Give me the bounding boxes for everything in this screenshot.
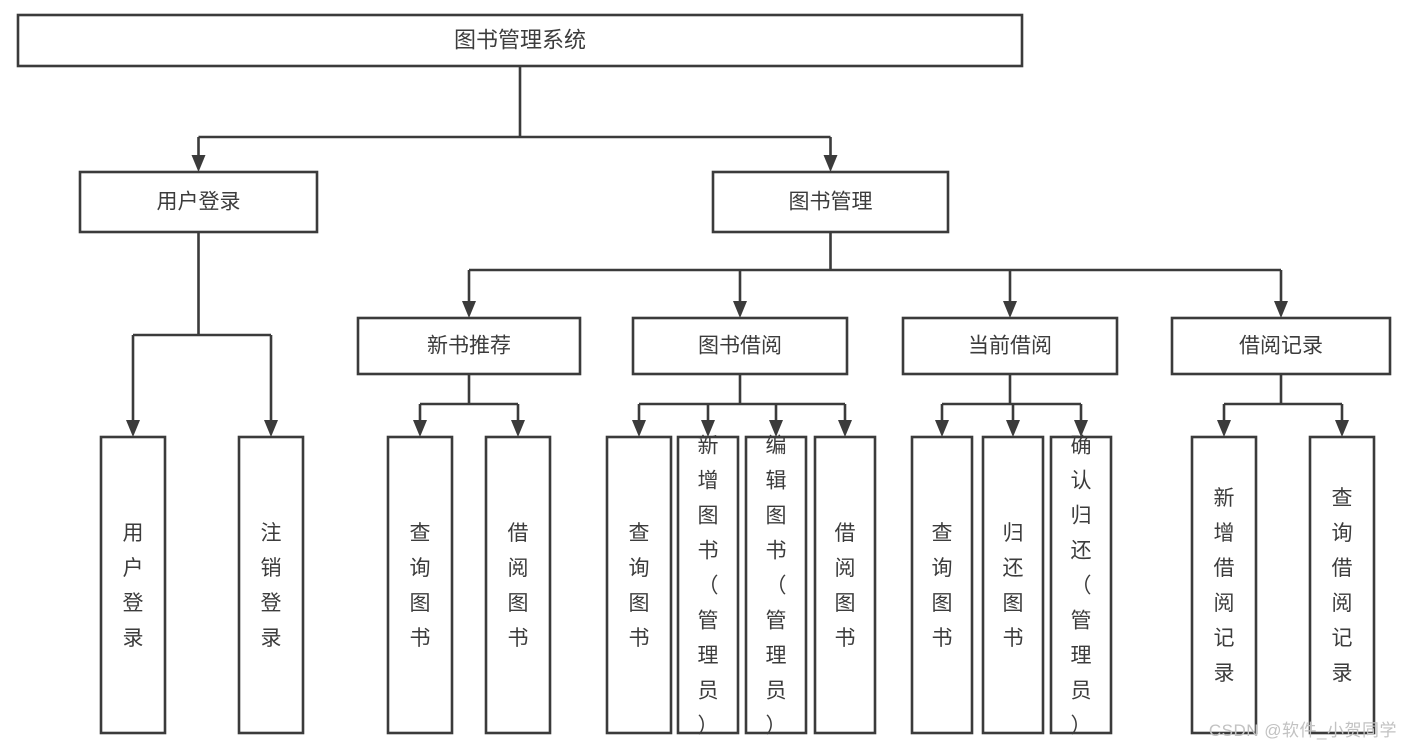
node-leaf-add-book[interactable]: 新增图书（管理员） xyxy=(676,435,740,738)
arrow-head-icon-leaf-borrow-book-2 xyxy=(838,420,852,437)
node-box-borrow-records[interactable] xyxy=(1170,316,1392,376)
node-leaf-confirm-return[interactable]: 确认归还（管理员） xyxy=(1049,435,1113,738)
node-leaf-borrow-book-2[interactable]: 借阅图书 xyxy=(813,435,877,735)
node-box-user-login[interactable] xyxy=(78,170,319,234)
node-label-leaf-query-book-2: 查询图书 xyxy=(629,522,650,650)
node-label-new-book-recommend: 新书推荐 xyxy=(427,335,511,358)
node-label-user-login: 用户登录 xyxy=(157,191,241,214)
arrow-head-icon-book-management xyxy=(823,155,838,172)
node-leaf-user-login[interactable]: 用户登录 xyxy=(99,435,167,735)
node-leaf-borrow-book-1[interactable]: 借阅图书 xyxy=(484,435,552,735)
node-box-book-borrow[interactable] xyxy=(631,316,849,376)
node-label-leaf-add-book: 新增图书（管理员） xyxy=(698,435,719,738)
node-box-leaf-logout[interactable] xyxy=(237,435,305,735)
node-label-leaf-add-record: 新增借阅记录 xyxy=(1214,487,1235,685)
node-box-leaf-edit-book[interactable] xyxy=(744,435,808,735)
node-box-root[interactable] xyxy=(16,13,1024,68)
node-label-book-borrow: 图书借阅 xyxy=(698,335,782,358)
node-root[interactable]: 图书管理系统 xyxy=(16,13,1024,68)
node-box-leaf-user-login[interactable] xyxy=(99,435,167,735)
node-label-book-management: 图书管理 xyxy=(789,191,873,214)
arrow-head-icon-leaf-query-book-2 xyxy=(632,420,646,437)
node-box-leaf-add-record[interactable] xyxy=(1190,435,1258,735)
node-current-borrow[interactable]: 当前借阅 xyxy=(901,316,1119,376)
node-box-leaf-query-book-3[interactable] xyxy=(910,435,974,735)
node-label-root: 图书管理系统 xyxy=(454,27,586,52)
node-box-leaf-confirm-return[interactable] xyxy=(1049,435,1113,735)
arrow-head-icon-new-book-recommend xyxy=(462,301,476,318)
node-leaf-query-book-2[interactable]: 查询图书 xyxy=(605,435,673,735)
node-label-leaf-user-login: 用户登录 xyxy=(123,522,144,650)
arrow-head-icon-book-borrow xyxy=(733,301,747,318)
node-leaf-add-record[interactable]: 新增借阅记录 xyxy=(1190,435,1258,735)
arrow-head-icon-leaf-confirm-return xyxy=(1074,420,1088,437)
node-leaf-return-book[interactable]: 归还图书 xyxy=(981,435,1045,735)
node-label-leaf-confirm-return: 确认归还（管理员） xyxy=(1071,435,1092,738)
node-leaf-edit-book[interactable]: 编辑图书（管理员） xyxy=(744,435,808,738)
arrow-head-icon-leaf-add-book xyxy=(701,420,715,437)
node-leaf-query-book-3[interactable]: 查询图书 xyxy=(910,435,974,735)
node-label-leaf-return-book: 归还图书 xyxy=(1003,522,1024,650)
connector-layer xyxy=(126,66,1349,437)
node-book-management[interactable]: 图书管理 xyxy=(711,170,950,234)
node-label-leaf-borrow-book-2: 借阅图书 xyxy=(835,522,856,650)
node-leaf-logout[interactable]: 注销登录 xyxy=(237,435,305,735)
node-label-leaf-edit-book: 编辑图书（管理员） xyxy=(766,435,787,738)
node-box-leaf-query-book-2[interactable] xyxy=(605,435,673,735)
node-leaf-query-record[interactable]: 查询借阅记录 xyxy=(1308,435,1376,735)
arrow-head-icon-leaf-user-login xyxy=(126,420,140,437)
node-label-leaf-query-book-3: 查询图书 xyxy=(932,522,953,650)
node-box-leaf-borrow-book-2[interactable] xyxy=(813,435,877,735)
node-box-leaf-return-book[interactable] xyxy=(981,435,1045,735)
arrow-head-icon-leaf-query-book-3 xyxy=(935,420,949,437)
node-box-current-borrow[interactable] xyxy=(901,316,1119,376)
node-layer: 图书管理系统用户登录用户登录注销登录图书管理新书推荐查询图书借阅图书图书借阅查询… xyxy=(16,13,1392,738)
node-label-leaf-borrow-book-1: 借阅图书 xyxy=(508,522,529,650)
arrow-head-icon-leaf-borrow-book-1 xyxy=(511,420,525,437)
arrow-head-icon-leaf-logout xyxy=(264,420,278,437)
node-user-login[interactable]: 用户登录 xyxy=(78,170,319,234)
node-book-borrow[interactable]: 图书借阅 xyxy=(631,316,849,376)
node-box-leaf-borrow-book-1[interactable] xyxy=(484,435,552,735)
node-borrow-records[interactable]: 借阅记录 xyxy=(1170,316,1392,376)
arrow-head-icon-leaf-edit-book xyxy=(769,420,783,437)
node-box-leaf-add-book[interactable] xyxy=(676,435,740,735)
node-box-new-book-recommend[interactable] xyxy=(356,316,582,376)
arrow-head-icon-leaf-return-book xyxy=(1006,420,1020,437)
arrow-head-icon-leaf-query-book-1 xyxy=(413,420,427,437)
node-label-leaf-logout: 注销登录 xyxy=(261,522,282,650)
arrow-head-icon-leaf-add-record xyxy=(1217,420,1231,437)
node-label-current-borrow: 当前借阅 xyxy=(968,335,1052,358)
node-box-leaf-query-record[interactable] xyxy=(1308,435,1376,735)
node-label-borrow-records: 借阅记录 xyxy=(1239,335,1323,358)
node-label-leaf-query-book-1: 查询图书 xyxy=(410,522,431,650)
arrow-head-icon-current-borrow xyxy=(1003,301,1017,318)
node-leaf-query-book-1[interactable]: 查询图书 xyxy=(386,435,454,735)
arrow-head-icon-user-login xyxy=(191,155,206,172)
node-label-leaf-query-record: 查询借阅记录 xyxy=(1332,487,1353,685)
arrow-head-icon-borrow-records xyxy=(1274,301,1288,318)
watermark-label: CSDN @软件_小贺同学 xyxy=(1208,721,1397,740)
arrow-head-icon-leaf-query-record xyxy=(1335,420,1349,437)
node-box-leaf-query-book-1[interactable] xyxy=(386,435,454,735)
node-box-book-management[interactable] xyxy=(711,170,950,234)
node-new-book-recommend[interactable]: 新书推荐 xyxy=(356,316,582,376)
